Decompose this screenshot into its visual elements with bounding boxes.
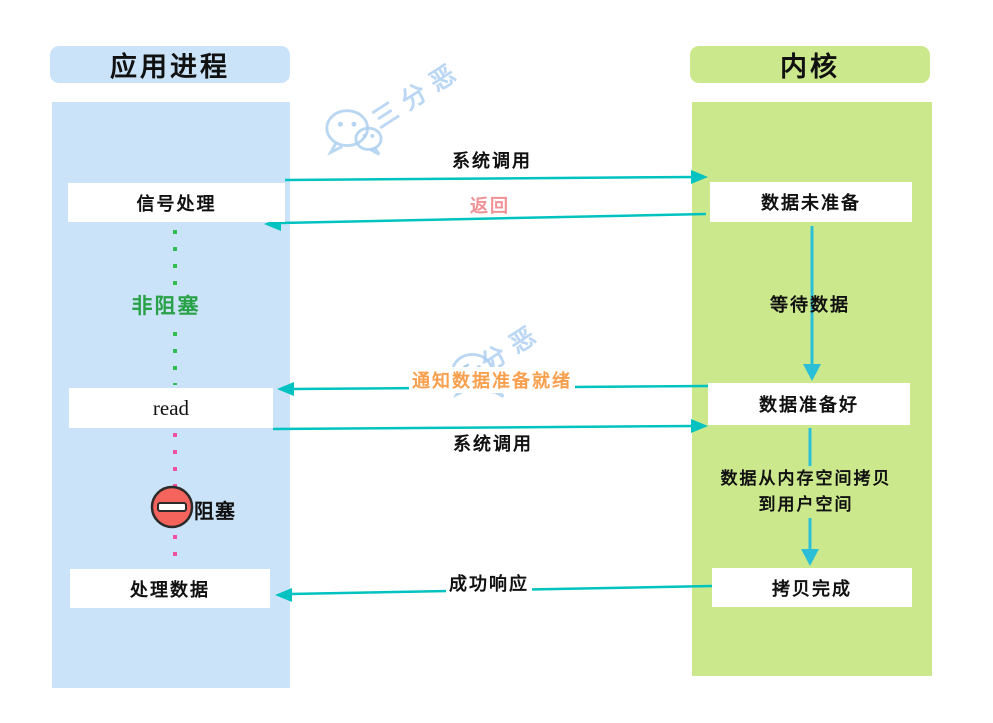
label-nonblocking: 非阻塞	[131, 288, 201, 322]
box-data-not-ready: 数据未准备	[710, 182, 912, 222]
syscall2-arrow-line	[272, 424, 695, 431]
label-copy-line2: 到用户空间	[758, 495, 854, 514]
label-copy-data: 数据从内存空间拷贝 到用户空间	[716, 466, 896, 518]
box-data-ready: 数据准备好	[708, 383, 910, 425]
syscall1-arrow-line	[284, 175, 695, 182]
kernel-header: 内核	[690, 46, 930, 83]
label-success: 成功响应	[446, 570, 532, 596]
label-wait-data: 等待数据	[770, 295, 850, 315]
app-process-header: 应用进程	[50, 46, 290, 83]
box-process-data: 处理数据	[70, 569, 270, 608]
watermark-top: 三分恶	[322, 56, 468, 165]
box-copy-done: 拷贝完成	[712, 568, 912, 607]
watermark-text: 三分恶	[368, 56, 469, 135]
label-return: 返回	[470, 196, 510, 216]
wechat-watermark-icon	[325, 109, 383, 156]
label-syscall-2: 系统调用	[453, 434, 533, 454]
label-syscall-1: 系统调用	[452, 151, 532, 171]
box-read: read	[69, 388, 273, 428]
label-copy-line1: 数据从内存空间拷贝	[720, 469, 892, 488]
box-signal-handler: 信号处理	[68, 183, 285, 222]
label-notify-ready: 通知数据准备就绪	[409, 367, 575, 393]
label-blocking: 阻塞	[194, 501, 236, 523]
